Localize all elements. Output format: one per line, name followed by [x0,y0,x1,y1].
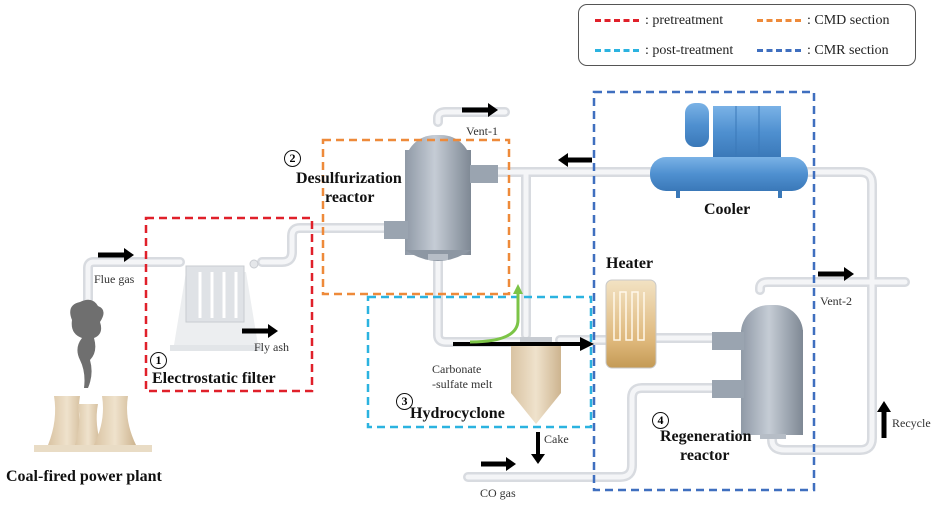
cooler-icon [650,103,808,198]
hydrocyclone-label: Hydrocyclone [410,405,505,422]
recycle-arrow [877,401,891,438]
legend-swatch [595,19,639,23]
unit-number-badge: 4 [652,412,669,429]
unit-number-badge: 1 [150,352,167,369]
desulfurization-label-line1: Desulfurization [296,170,402,187]
legend-item-post-treatment: : post-treatment [595,43,733,59]
vent2-label: Vent-2 [820,294,852,308]
melt-label-line2: -sulfate melt [432,377,493,391]
legend-swatch [757,19,801,23]
flow-arrows [98,103,891,471]
cooler-label: Cooler [704,201,751,218]
legend-item-cmr: : CMR section [757,43,889,59]
legend-label: : pretreatment [645,13,724,28]
cake-arrow [531,432,545,464]
co-gas-label: CO gas [480,486,516,500]
heater-label: Heater [606,255,654,272]
unit-number-2: 2 [284,150,301,167]
regeneration-label-line2: reactor [680,447,730,464]
hydrocyclone-icon [511,337,561,424]
melt-label-line1: Carbonate [432,362,482,376]
legend-swatch [595,49,639,53]
pipes [83,107,910,482]
desulfurization-label-line2: reactor [325,189,375,206]
heater-icon [605,279,657,369]
power-plant-label: Coal-fired power plant [6,468,162,485]
recycle-label: Recycle [892,416,931,430]
legend-label: : CMD section [807,13,890,28]
legend-label: : CMR section [807,43,889,58]
vent1-label: Vent-1 [466,124,498,138]
cake-label: Cake [544,432,569,446]
flue-gas-label: Flue gas [94,272,135,286]
gas-return-arrow [469,292,520,344]
post-treatment-section-box [366,295,593,429]
unit-number-1: 1 [150,352,167,369]
regeneration-label-line1: Regeneration [660,428,752,445]
co-gas-arrow [481,457,516,471]
unit-number-4: 4 [652,412,669,429]
power-plant-icon [34,299,152,452]
melt-to-heater-arrow [453,337,594,351]
legend-item-pretreatment: : pretreatment [595,13,723,29]
fly-ash-label: Fly ash [254,340,290,354]
unit-number-badge: 3 [396,393,413,410]
electrostatic-filter-icon [170,259,262,351]
legend: : pretreatment : CMD section : post-trea… [578,4,916,66]
legend-swatch [757,49,801,53]
cmr-section-box [592,90,816,492]
fly-ash-arrow [242,324,278,338]
desulfurization-reactor-icon [384,135,498,261]
cmd-section-box [321,138,511,296]
legend-label: : post-treatment [645,43,734,58]
electrostatic-filter-label: Electrostatic filter [152,370,276,387]
regeneration-reactor-icon [712,305,803,439]
pretreatment-section-box [144,216,314,393]
vent2-arrow [818,267,854,281]
flue-gas-arrow [98,248,134,262]
return-arrow [558,153,592,167]
vent1-arrow [462,103,498,117]
unit-number-3: 3 [396,393,413,410]
legend-item-cmd: : CMD section [757,13,889,29]
unit-number-badge: 2 [284,150,301,167]
